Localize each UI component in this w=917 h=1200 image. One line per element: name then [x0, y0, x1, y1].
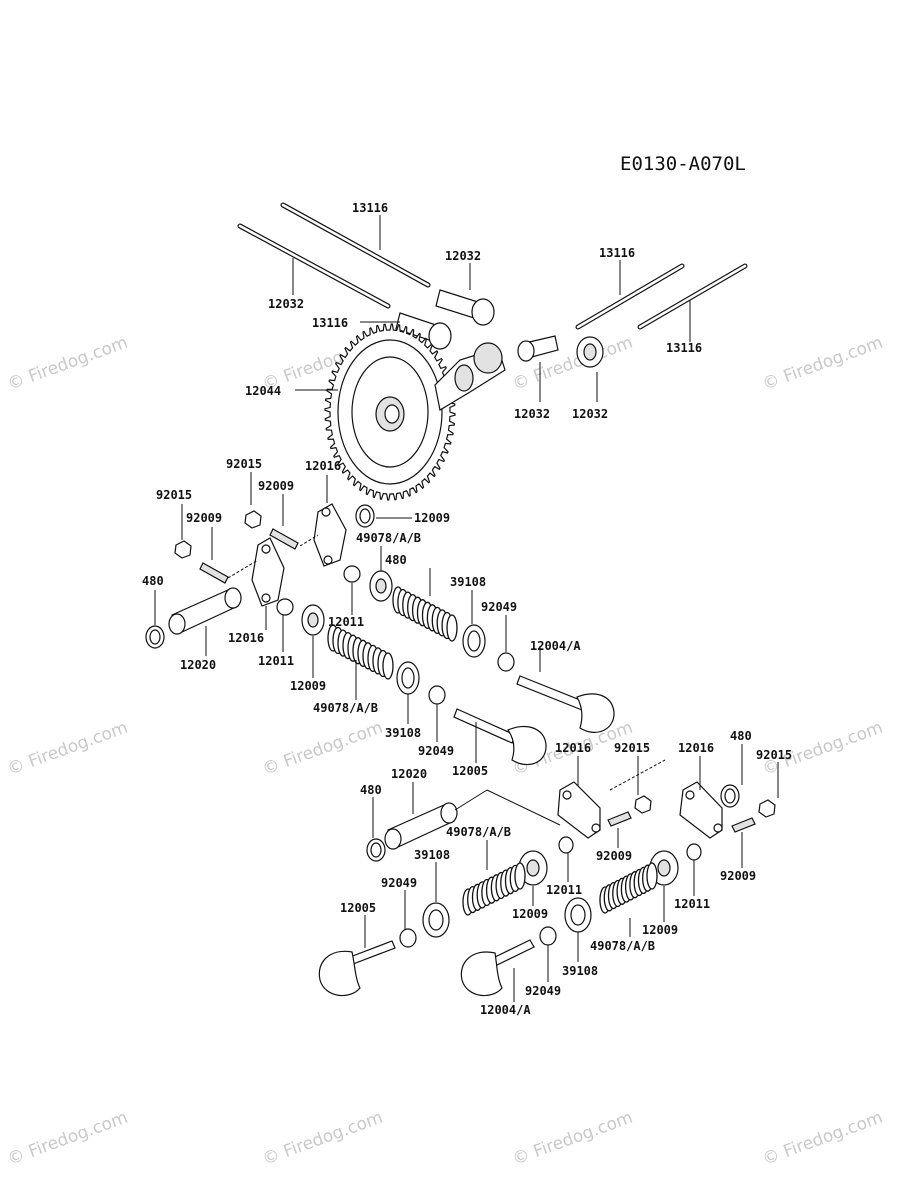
part-label: 480 [385, 553, 407, 567]
part-label: 12011 [674, 897, 710, 911]
part-label: 12032 [514, 407, 550, 421]
upper-rocker-assembly [145, 503, 375, 649]
part-label: 12009 [642, 923, 678, 937]
watermark: © Firedog.com [260, 718, 386, 780]
part-label: 480 [360, 783, 382, 797]
part-label: 13116 [312, 316, 348, 330]
watermark: © Firedog.com [5, 718, 131, 780]
part-label: 12032 [445, 249, 481, 263]
part-label: 480 [730, 729, 752, 743]
part-label: 49078/A/B [356, 531, 421, 545]
part-label: 92015 [756, 748, 792, 762]
part-label: 12020 [391, 767, 427, 781]
watermark: © Firedog.com [760, 1108, 886, 1170]
part-label: 12005 [452, 764, 488, 778]
part-label: 39108 [562, 964, 598, 978]
part-label: 12016 [678, 741, 714, 755]
part-label: 92009 [258, 479, 294, 493]
spring-coil [646, 862, 658, 890]
part-label: 92009 [596, 849, 632, 863]
upper-valve-parts [301, 570, 615, 766]
part-label: 12020 [180, 658, 216, 672]
spring-coil [446, 614, 458, 642]
part-label: 480 [142, 574, 164, 588]
tappets [395, 289, 604, 368]
part-label: 92015 [156, 488, 192, 502]
leader-lines [154, 215, 779, 1002]
part-label: 39108 [414, 848, 450, 862]
part-label: 92009 [720, 869, 756, 883]
part-label: 12011 [546, 883, 582, 897]
part-label: 12011 [258, 654, 294, 668]
part-label: 92049 [381, 876, 417, 890]
watermark: © Firedog.com [5, 333, 131, 395]
watermark: © Firedog.com [5, 1108, 131, 1170]
part-label: 92015 [226, 457, 262, 471]
watermark: © Firedog.com [510, 1108, 636, 1170]
push-rods [237, 202, 748, 330]
part-label: 12016 [228, 631, 264, 645]
part-label: 12009 [512, 907, 548, 921]
part-label: 39108 [450, 575, 486, 589]
lower-valve-parts [318, 850, 679, 997]
part-label: 12032 [268, 297, 304, 311]
watermark: © Firedog.com [760, 333, 886, 395]
watermark: © Firedog.com [260, 1108, 386, 1170]
part-label: 12005 [340, 901, 376, 915]
part-label: 92015 [614, 741, 650, 755]
part-label: 12016 [305, 459, 341, 473]
part-label: 12032 [572, 407, 608, 421]
spring-coil [382, 652, 394, 680]
camshaft-gear [324, 323, 506, 501]
diagram-code: E0130-A070L [620, 153, 746, 175]
part-label: 92049 [481, 600, 517, 614]
part-label: 49078/A/B [313, 701, 378, 715]
part-label: 49078/A/B [446, 825, 511, 839]
part-label: 12044 [245, 384, 281, 398]
part-label: 13116 [666, 341, 702, 355]
part-label: 13116 [599, 246, 635, 260]
part-label: 12004/A [530, 639, 581, 653]
part-label: 92009 [186, 511, 222, 525]
part-labels: 13116 12032 13116 12032 13116 13116 1204… [142, 201, 792, 1017]
spring-coil [514, 862, 526, 890]
part-label: 12011 [328, 615, 364, 629]
part-label: 39108 [385, 726, 421, 740]
part-label: 12016 [555, 741, 591, 755]
part-label: 49078/A/B [590, 939, 655, 953]
part-label: 92049 [525, 984, 561, 998]
part-label: 13116 [352, 201, 388, 215]
part-label: 12009 [290, 679, 326, 693]
part-label: 12009 [414, 511, 450, 525]
part-label: 12004/A [480, 1003, 531, 1017]
part-label: 92049 [418, 744, 454, 758]
lower-rocker-assembly [366, 759, 776, 862]
